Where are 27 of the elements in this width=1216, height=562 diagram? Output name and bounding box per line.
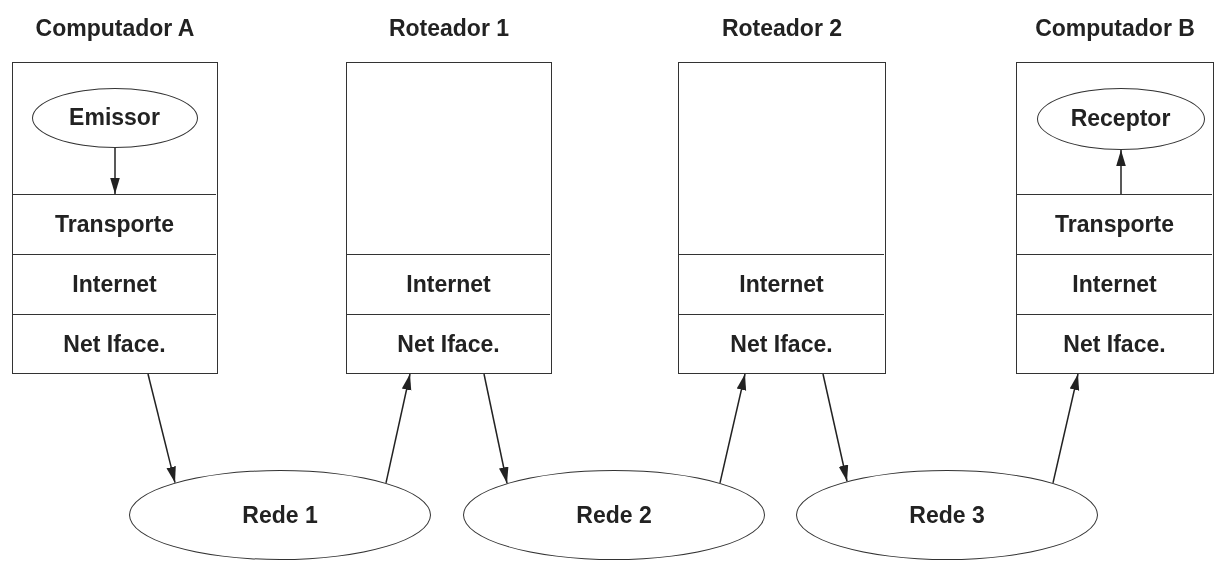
layer-label: Net Iface.: [397, 330, 500, 358]
node-label: Emissor: [69, 104, 160, 131]
layer-label: Internet: [406, 270, 491, 298]
device-heading: Computador A: [34, 15, 196, 42]
layer-label: Transporte: [55, 210, 174, 238]
device-heading: Computador B: [1034, 15, 1196, 42]
layer-label: Internet: [739, 270, 824, 298]
device-heading: Roteador 1: [387, 15, 511, 42]
arrow: [110, 147, 120, 195]
device-heading: Roteador 2: [720, 15, 844, 42]
arrow: [147, 373, 176, 484]
node-label: Rede 1: [242, 501, 318, 529]
arrow: [1116, 149, 1126, 195]
arrow: [822, 373, 849, 483]
layer-label: Transporte: [1055, 210, 1174, 238]
arrow: [719, 373, 747, 484]
layer-label: Net Iface.: [730, 330, 833, 358]
layer-label: Internet: [1072, 270, 1157, 298]
node-label: Receptor: [1070, 105, 1171, 132]
node-label: Rede 3: [909, 501, 985, 529]
arrow: [1052, 373, 1080, 484]
arrow: [385, 373, 412, 484]
layer-label: Net Iface.: [63, 330, 166, 358]
layer-label: Net Iface.: [1063, 330, 1166, 358]
layer-label: Internet: [72, 270, 157, 298]
node-label: Rede 2: [576, 501, 652, 529]
arrow: [483, 373, 509, 484]
